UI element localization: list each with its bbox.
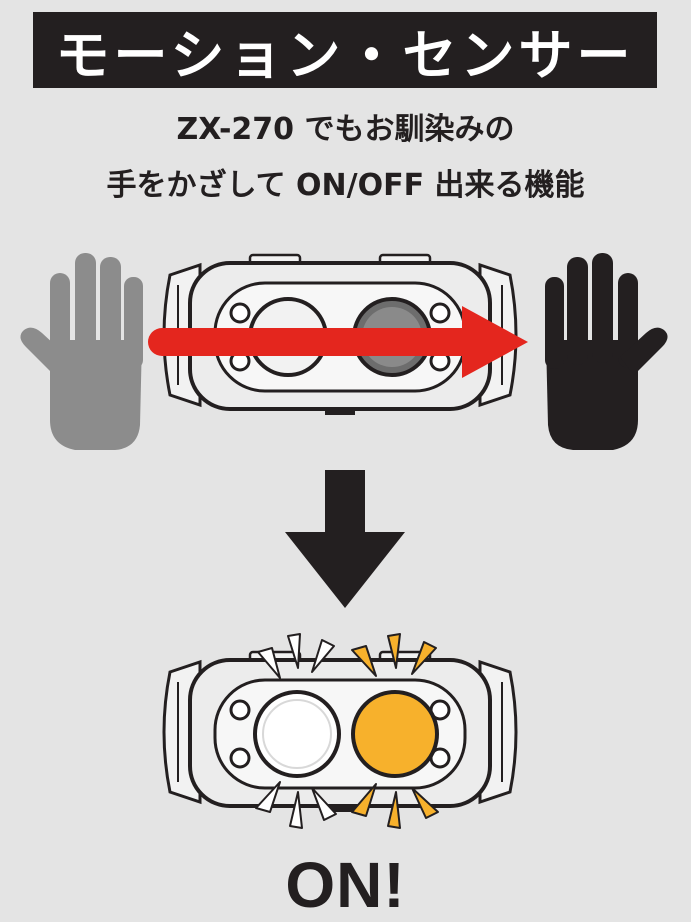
headlamp-on-icon bbox=[162, 650, 518, 814]
motion-arrow-icon bbox=[148, 306, 528, 378]
orange-light-rays bbox=[351, 633, 439, 829]
subtitle-line-1: ZX-270 でもお馴染みの bbox=[176, 112, 515, 147]
page-title: モーション・センサー bbox=[33, 12, 657, 88]
on-status-text: ON! bbox=[285, 849, 406, 921]
down-arrow-icon bbox=[285, 470, 405, 608]
hand-black-icon bbox=[545, 253, 668, 450]
subtitle-line-2: 手をかざして ON/OFF 出来る機能 bbox=[106, 168, 585, 203]
title-text: モーション・センサー bbox=[55, 23, 635, 87]
white-light-rays bbox=[255, 633, 337, 829]
hand-gray-icon bbox=[20, 253, 144, 450]
